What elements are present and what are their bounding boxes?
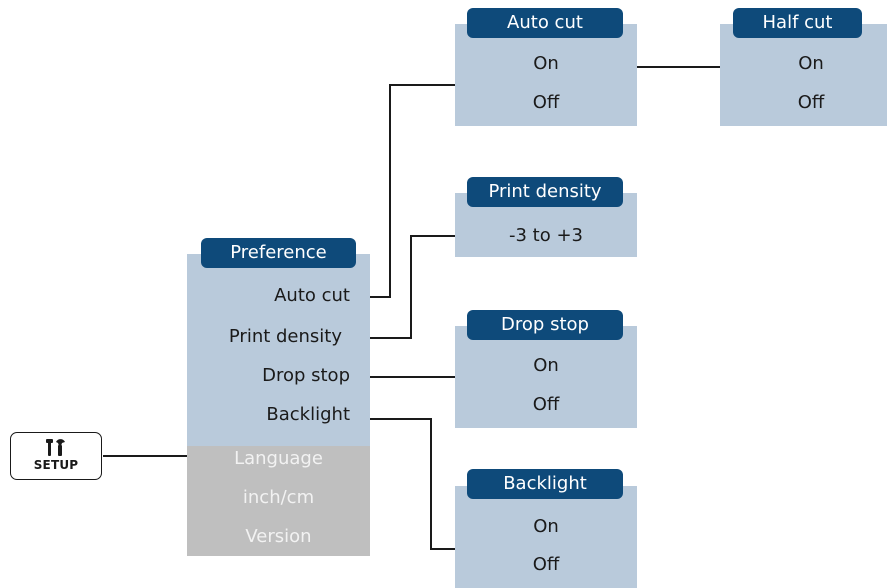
wrench-screwdriver-icon (46, 439, 65, 456)
half-cut-panel (720, 24, 887, 126)
half-cut-on-option[interactable]: On (798, 53, 824, 74)
drop-stop-panel (455, 326, 637, 428)
backlight-off-option[interactable]: Off (532, 554, 560, 575)
menu-item-version: Version (245, 526, 312, 547)
connector-backlight (355, 418, 455, 550)
menu-item-inch-cm: inch/cm (242, 487, 315, 508)
preference-inactive-panel (187, 446, 370, 556)
menu-item-print-density[interactable]: Print density (228, 326, 342, 347)
half-cut-off-option[interactable]: Off (797, 92, 825, 113)
preference-panel (187, 254, 370, 446)
backlight-title: Backlight (467, 469, 623, 499)
menu-item-language: Language (234, 448, 323, 469)
auto-cut-panel (455, 24, 637, 126)
menu-item-drop-stop[interactable]: Drop stop (262, 365, 350, 386)
setup-label: SETUP (33, 458, 79, 472)
menu-item-backlight[interactable]: Backlight (266, 404, 350, 425)
backlight-on-option[interactable]: On (533, 516, 559, 537)
setup-button[interactable]: SETUP (10, 432, 102, 480)
print-density-title: Print density (467, 177, 623, 207)
auto-cut-on-option[interactable]: On (533, 53, 559, 74)
connector-print-density (354, 235, 455, 339)
drop-stop-title: Drop stop (467, 310, 623, 340)
auto-cut-title: Auto cut (467, 8, 623, 38)
drop-stop-off-option[interactable]: Off (532, 394, 560, 415)
auto-cut-off-option[interactable]: Off (532, 92, 560, 113)
drop-stop-on-option[interactable]: On (533, 355, 559, 376)
menu-item-auto-cut[interactable]: Auto cut (274, 285, 350, 306)
preference-title: Preference (201, 238, 356, 268)
backlight-panel (455, 486, 637, 588)
connector-auto-cut (355, 84, 455, 298)
half-cut-title: Half cut (733, 8, 862, 38)
print-density-range[interactable]: -3 to +3 (509, 225, 583, 246)
